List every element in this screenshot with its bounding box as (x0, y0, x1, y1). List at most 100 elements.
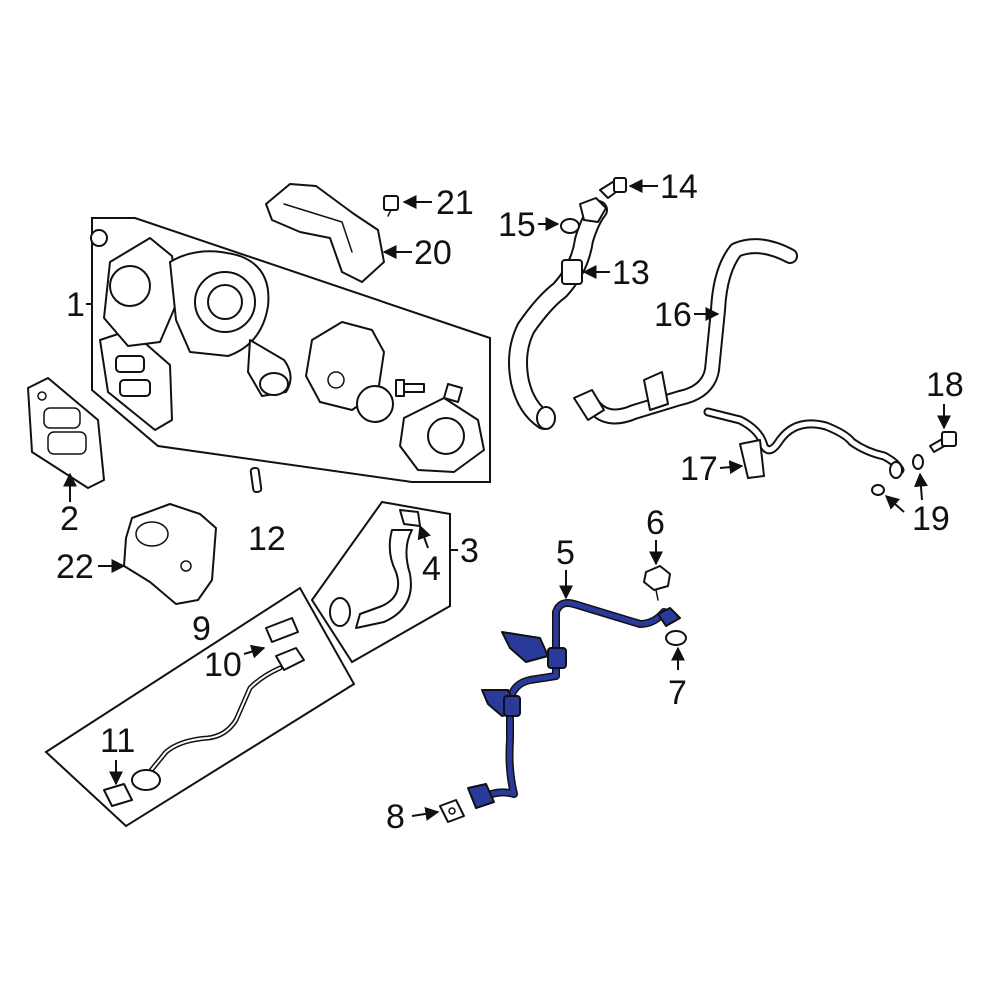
heat-shield-lower-dome (135, 521, 169, 547)
turbocharger-assembly-group (90, 217, 491, 483)
callout-16: 16 (654, 296, 720, 334)
oil-line-bracket (103, 783, 133, 807)
callout-9: 9 (192, 610, 211, 648)
callout-5-label: 5 (556, 534, 575, 572)
throttle-valve-nipple (443, 383, 463, 403)
sealing-washer (665, 630, 687, 646)
return-hose-fill (586, 240, 796, 423)
callout-14: 14 (628, 168, 698, 206)
callout-13-label: 13 (612, 254, 650, 292)
coolant-pipe-clamp-upper (547, 647, 567, 669)
callout-8-leader (411, 806, 440, 821)
pipe-gasket-hole (448, 807, 456, 815)
callout-4: 4 (417, 524, 441, 588)
callout-5: 5 (556, 534, 575, 600)
callout-6: 6 (646, 504, 665, 566)
hose-bolt-head (613, 177, 627, 193)
coolant-pipe-end-fitting (467, 783, 495, 809)
heat-shield-upper-part (265, 183, 385, 283)
metal-pipe-fill (705, 409, 903, 473)
callout-8-label: 8 (386, 798, 405, 836)
heat-shield-lower (123, 503, 217, 605)
callout-13: 13 (582, 254, 650, 292)
shield-bolt-head (383, 195, 399, 211)
turbo-gasket-part (27, 377, 105, 489)
intake-hose-clamp (399, 509, 421, 527)
turbocharger-group-frame (91, 217, 491, 483)
oil-line-tube (137, 665, 283, 787)
callout-12: 12 (248, 520, 286, 558)
turbo-gasket (27, 377, 105, 489)
heat-shield-upper (265, 183, 385, 283)
heat-shield-bolt-part (383, 195, 399, 217)
callout-12-label: 12 (248, 520, 286, 558)
coolant-pipe-top-fitting (657, 607, 681, 627)
callout-19-label: 19 (912, 500, 950, 538)
return-hose-part (573, 238, 798, 425)
flange-port-upper (115, 355, 145, 373)
callout-18: 18 (926, 366, 964, 430)
callout-4-leader (417, 524, 431, 549)
coolant-hose-clamp (561, 259, 583, 285)
heat-shield-rib (283, 203, 353, 253)
callout-19-leader-2 (913, 472, 928, 501)
callout-19-leader-1 (884, 495, 905, 513)
actuator-bolt-head (395, 379, 405, 397)
hose-washer-part (560, 218, 580, 234)
oil-line-bolt-part (103, 783, 133, 807)
coolant-hose-fitting (579, 197, 607, 223)
pipe-washer-lower (871, 484, 885, 496)
turbine-outlet (109, 265, 151, 307)
callout-8: 8 (386, 798, 440, 836)
callout-20: 20 (382, 234, 452, 272)
pipe-gasket (439, 799, 465, 823)
gasket-port-lower (47, 431, 87, 455)
callout-21-label: 21 (436, 184, 474, 222)
banjo-bolt-shank (655, 589, 659, 601)
oil-line-fitting (265, 617, 299, 643)
intake-hose-end (329, 597, 351, 627)
callout-1-label: 1 (66, 286, 85, 324)
pipe-washer-upper (912, 454, 924, 470)
oil-line-group-frame (44, 586, 356, 828)
oil-line-flange-bottom (131, 769, 161, 791)
callout-21: 21 (402, 184, 474, 222)
coolant-pipe-highlighted (467, 599, 681, 809)
callout-14-label: 14 (660, 168, 698, 206)
coolant-pipe-fill (483, 600, 667, 799)
actuator-port (327, 371, 345, 389)
actuator-oring (356, 385, 394, 423)
pipe-bolt-head (941, 431, 957, 447)
oil-line-tube-inner (139, 667, 281, 785)
callout-17: 17 (680, 450, 744, 488)
shield-bolt-shank (387, 209, 392, 217)
callout-17-leader (719, 460, 744, 475)
oil-line-group (44, 586, 356, 828)
hose-washer (560, 218, 580, 234)
callout-2: 2 (60, 472, 79, 538)
callout-3-label: 3 (460, 532, 479, 570)
callout-7-label: 7 (668, 674, 687, 712)
pipe-bolt-part (929, 431, 957, 453)
callout-7: 7 (668, 646, 687, 712)
heat-shield-lower-part (123, 503, 217, 605)
callout-10-label: 10 (204, 646, 242, 684)
coolant-pipe-clamp-lower (503, 695, 521, 717)
callout-10: 10 (204, 644, 266, 684)
pipe-gasket-part (439, 799, 465, 823)
callout-11: 11 (100, 722, 135, 786)
hose-bolt-part (599, 177, 627, 199)
pipe-washer-part (871, 454, 924, 496)
callout-3: 3 (450, 532, 479, 570)
callout-22: 22 (56, 548, 126, 586)
metal-pipe-bracket (739, 439, 765, 479)
return-hose-bracket (643, 371, 669, 411)
metal-coolant-pipe-part (703, 407, 905, 479)
coolant-hose-end (536, 406, 556, 430)
gasket-hole (37, 391, 47, 401)
coolant-hose-fill (510, 202, 606, 428)
coolant-hose-part (508, 197, 608, 430)
callout-9-label: 9 (192, 610, 211, 648)
callout-17-label: 17 (680, 450, 718, 488)
